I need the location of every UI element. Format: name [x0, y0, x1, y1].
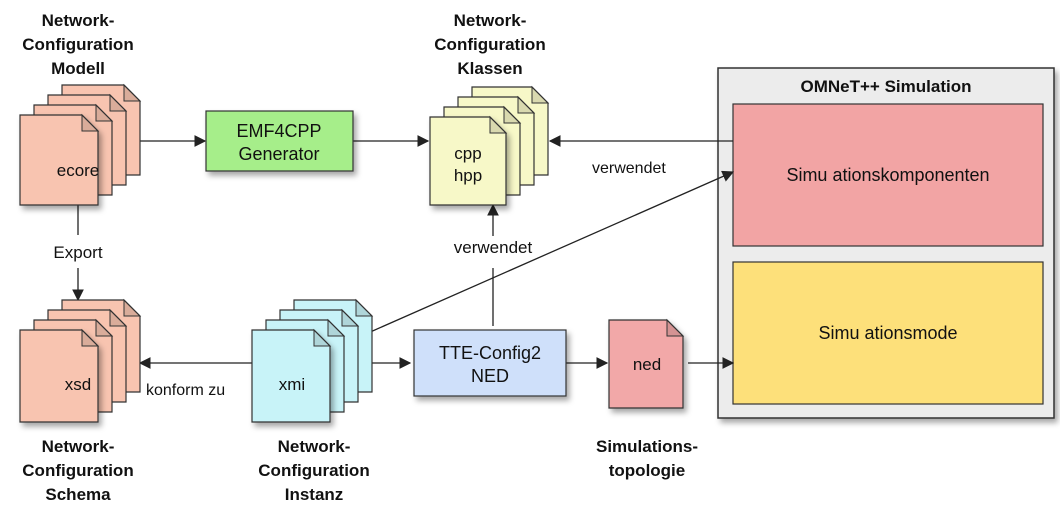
topology-title-line2: topologie [609, 461, 685, 480]
emf4cpp-generator-box [205, 110, 354, 172]
ecore-stack [19, 83, 142, 206]
simulation-model-box [732, 261, 1044, 405]
label-export: Export [53, 243, 102, 262]
xmi-stack-page-fold [327, 318, 346, 337]
xsd-stack-page-fold [109, 308, 128, 327]
cpp-stack [429, 85, 550, 206]
tte-config2ned-box [413, 329, 567, 397]
emf4cpp-generator: EMF4CPP Generator [205, 110, 354, 172]
tte-config2ned-line1: TTE-Config2 [439, 343, 541, 363]
omnet-simulation-title: OMNeT++ Simulation [801, 77, 972, 96]
ecore-stack-page [19, 114, 99, 206]
topology-title-line1: Simulations- [596, 437, 698, 456]
cpp-stack-page-fold [503, 105, 522, 124]
classes-title-line2: Configuration [434, 35, 545, 54]
simulation-components-box [732, 103, 1044, 247]
simulation-model-label: Simu ationsmode [818, 323, 957, 343]
schema-title: Network- Configuration Schema [22, 437, 133, 504]
emf4cpp-generator-line2: Generator [238, 144, 319, 164]
xsd-stack-page-fold [81, 328, 100, 347]
xmi-stack-page-fold [313, 328, 332, 347]
simulation-components-label: Simu ationskomponenten [786, 165, 989, 185]
ecore-stack-page-fold [109, 93, 128, 112]
xsd-stack-page-fold [95, 318, 114, 337]
xsd-stack-page-fold [123, 298, 142, 317]
cpp-stack-page-fold [531, 85, 550, 104]
schema-title-line2: Configuration [22, 461, 133, 480]
instance-title: Network- Configuration Instanz [258, 437, 369, 504]
xsd-doc-label: xsd [65, 375, 91, 394]
xmi-doc-label: xmi [279, 375, 305, 394]
schema-title-line3: Schema [45, 485, 111, 504]
omnet-simulation-container: OMNeT++ Simulation Simu ationskomponente… [717, 67, 1055, 419]
xsd-stack-page [19, 329, 99, 423]
tte-config2ned-converter: TTE-Config2 NED [413, 329, 567, 397]
label-uses-cpp: verwendet [454, 238, 533, 257]
xmi-stack [251, 298, 374, 423]
ned-stack-page-fold [666, 318, 685, 337]
ned-doc-label: ned [633, 355, 661, 374]
classes-title-line1: Network- [454, 11, 527, 30]
xmi-stack-page [251, 329, 331, 423]
xmi-stack-page-fold [355, 298, 374, 317]
schema-title-line1: Network- [42, 437, 115, 456]
cpp-doc-label: cpp [454, 144, 481, 163]
model-title-line2: Configuration [22, 35, 133, 54]
instance-title-line2: Configuration [258, 461, 369, 480]
model-title-line1: Network- [42, 11, 115, 30]
ecore-doc-label: ecore [57, 161, 100, 180]
ned-stack-page [608, 319, 684, 409]
model-title: Network- Configuration Modell [22, 11, 133, 78]
ned-stack [608, 318, 685, 409]
topology-title: Simulations- topologie [596, 437, 698, 480]
label-conform: konform zu [146, 382, 225, 399]
hpp-doc-label: hpp [454, 166, 482, 185]
emf4cpp-generator-line1: EMF4CPP [236, 121, 321, 141]
label-uses-classes: verwendet [592, 160, 666, 177]
instance-title-line3: Instanz [285, 485, 344, 504]
ecore-stack-page-fold [123, 83, 142, 102]
cpp-stack-page-fold [489, 115, 508, 134]
cpp-stack-page-fold [517, 95, 536, 114]
document-stacks [19, 83, 685, 423]
edges: verwendet Export konform zu verwendet [53, 135, 735, 399]
ecore-stack-page-fold [95, 103, 114, 122]
model-title-line3: Modell [51, 59, 105, 78]
edge-xmi-to-components [367, 170, 735, 334]
classes-title: Network- Configuration Klassen [434, 11, 545, 78]
instance-title-line1: Network- [278, 437, 351, 456]
classes-title-line3: Klassen [457, 59, 522, 78]
tte-config2ned-line2: NED [471, 366, 509, 386]
cpp-stack-page [429, 116, 507, 206]
ecore-stack-page-fold [81, 113, 100, 132]
xmi-stack-page-fold [341, 308, 360, 327]
xsd-stack [19, 298, 142, 423]
